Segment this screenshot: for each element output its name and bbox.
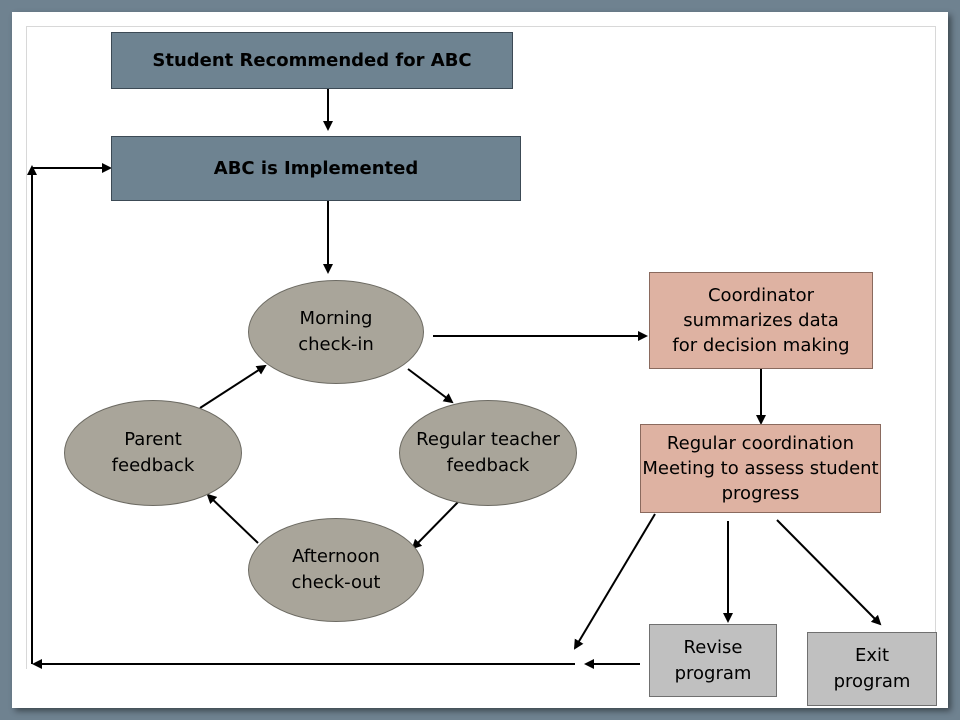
coordination-meeting-label: Regular coordination Meeting to assess s… (642, 433, 879, 504)
afternoon-checkout-ellipse: Afternoon check-out (248, 518, 424, 622)
arrow-meeting-to-return (573, 513, 656, 650)
abc-implemented-box: ABC is Implemented (111, 136, 521, 201)
morning-checkin-label: Morning check-in (298, 308, 374, 355)
arrow-morning-to-teacher (407, 368, 454, 404)
exit-program-label: Exit program (833, 645, 911, 692)
morning-checkin-ellipse: Morning check-in (248, 280, 424, 384)
parent-feedback-label: Parent feedback (111, 429, 195, 476)
slide-frame (26, 26, 936, 669)
teacher-feedback-label: Regular teacher feedback (416, 429, 560, 476)
teacher-feedback-ellipse: Regular teacher feedback (399, 400, 577, 506)
arrow-teacher-to-afternoon (411, 499, 461, 550)
arrow-meeting-to-exit (776, 519, 882, 626)
exit-program-box: Exit program (807, 632, 937, 706)
parent-feedback-ellipse: Parent feedback (64, 400, 242, 506)
revise-program-box: Revise program (649, 624, 777, 697)
abc-implemented-label: ABC is Implemented (213, 158, 419, 179)
student-recommended-label: Student Recommended for ABC (152, 50, 472, 71)
coordinator-box: Coordinator summarizes data for decision… (649, 272, 873, 369)
coordination-meeting-box: Regular coordination Meeting to assess s… (640, 424, 881, 513)
student-recommended-box: Student Recommended for ABC (111, 32, 513, 89)
afternoon-checkout-label: Afternoon check-out (291, 546, 381, 593)
revise-program-label: Revise program (674, 636, 752, 684)
arrow-afternoon-to-parent (206, 493, 259, 544)
coordinator-label: Coordinator summarizes data for decision… (672, 285, 850, 356)
arrow-parent-to-morning (199, 364, 267, 409)
